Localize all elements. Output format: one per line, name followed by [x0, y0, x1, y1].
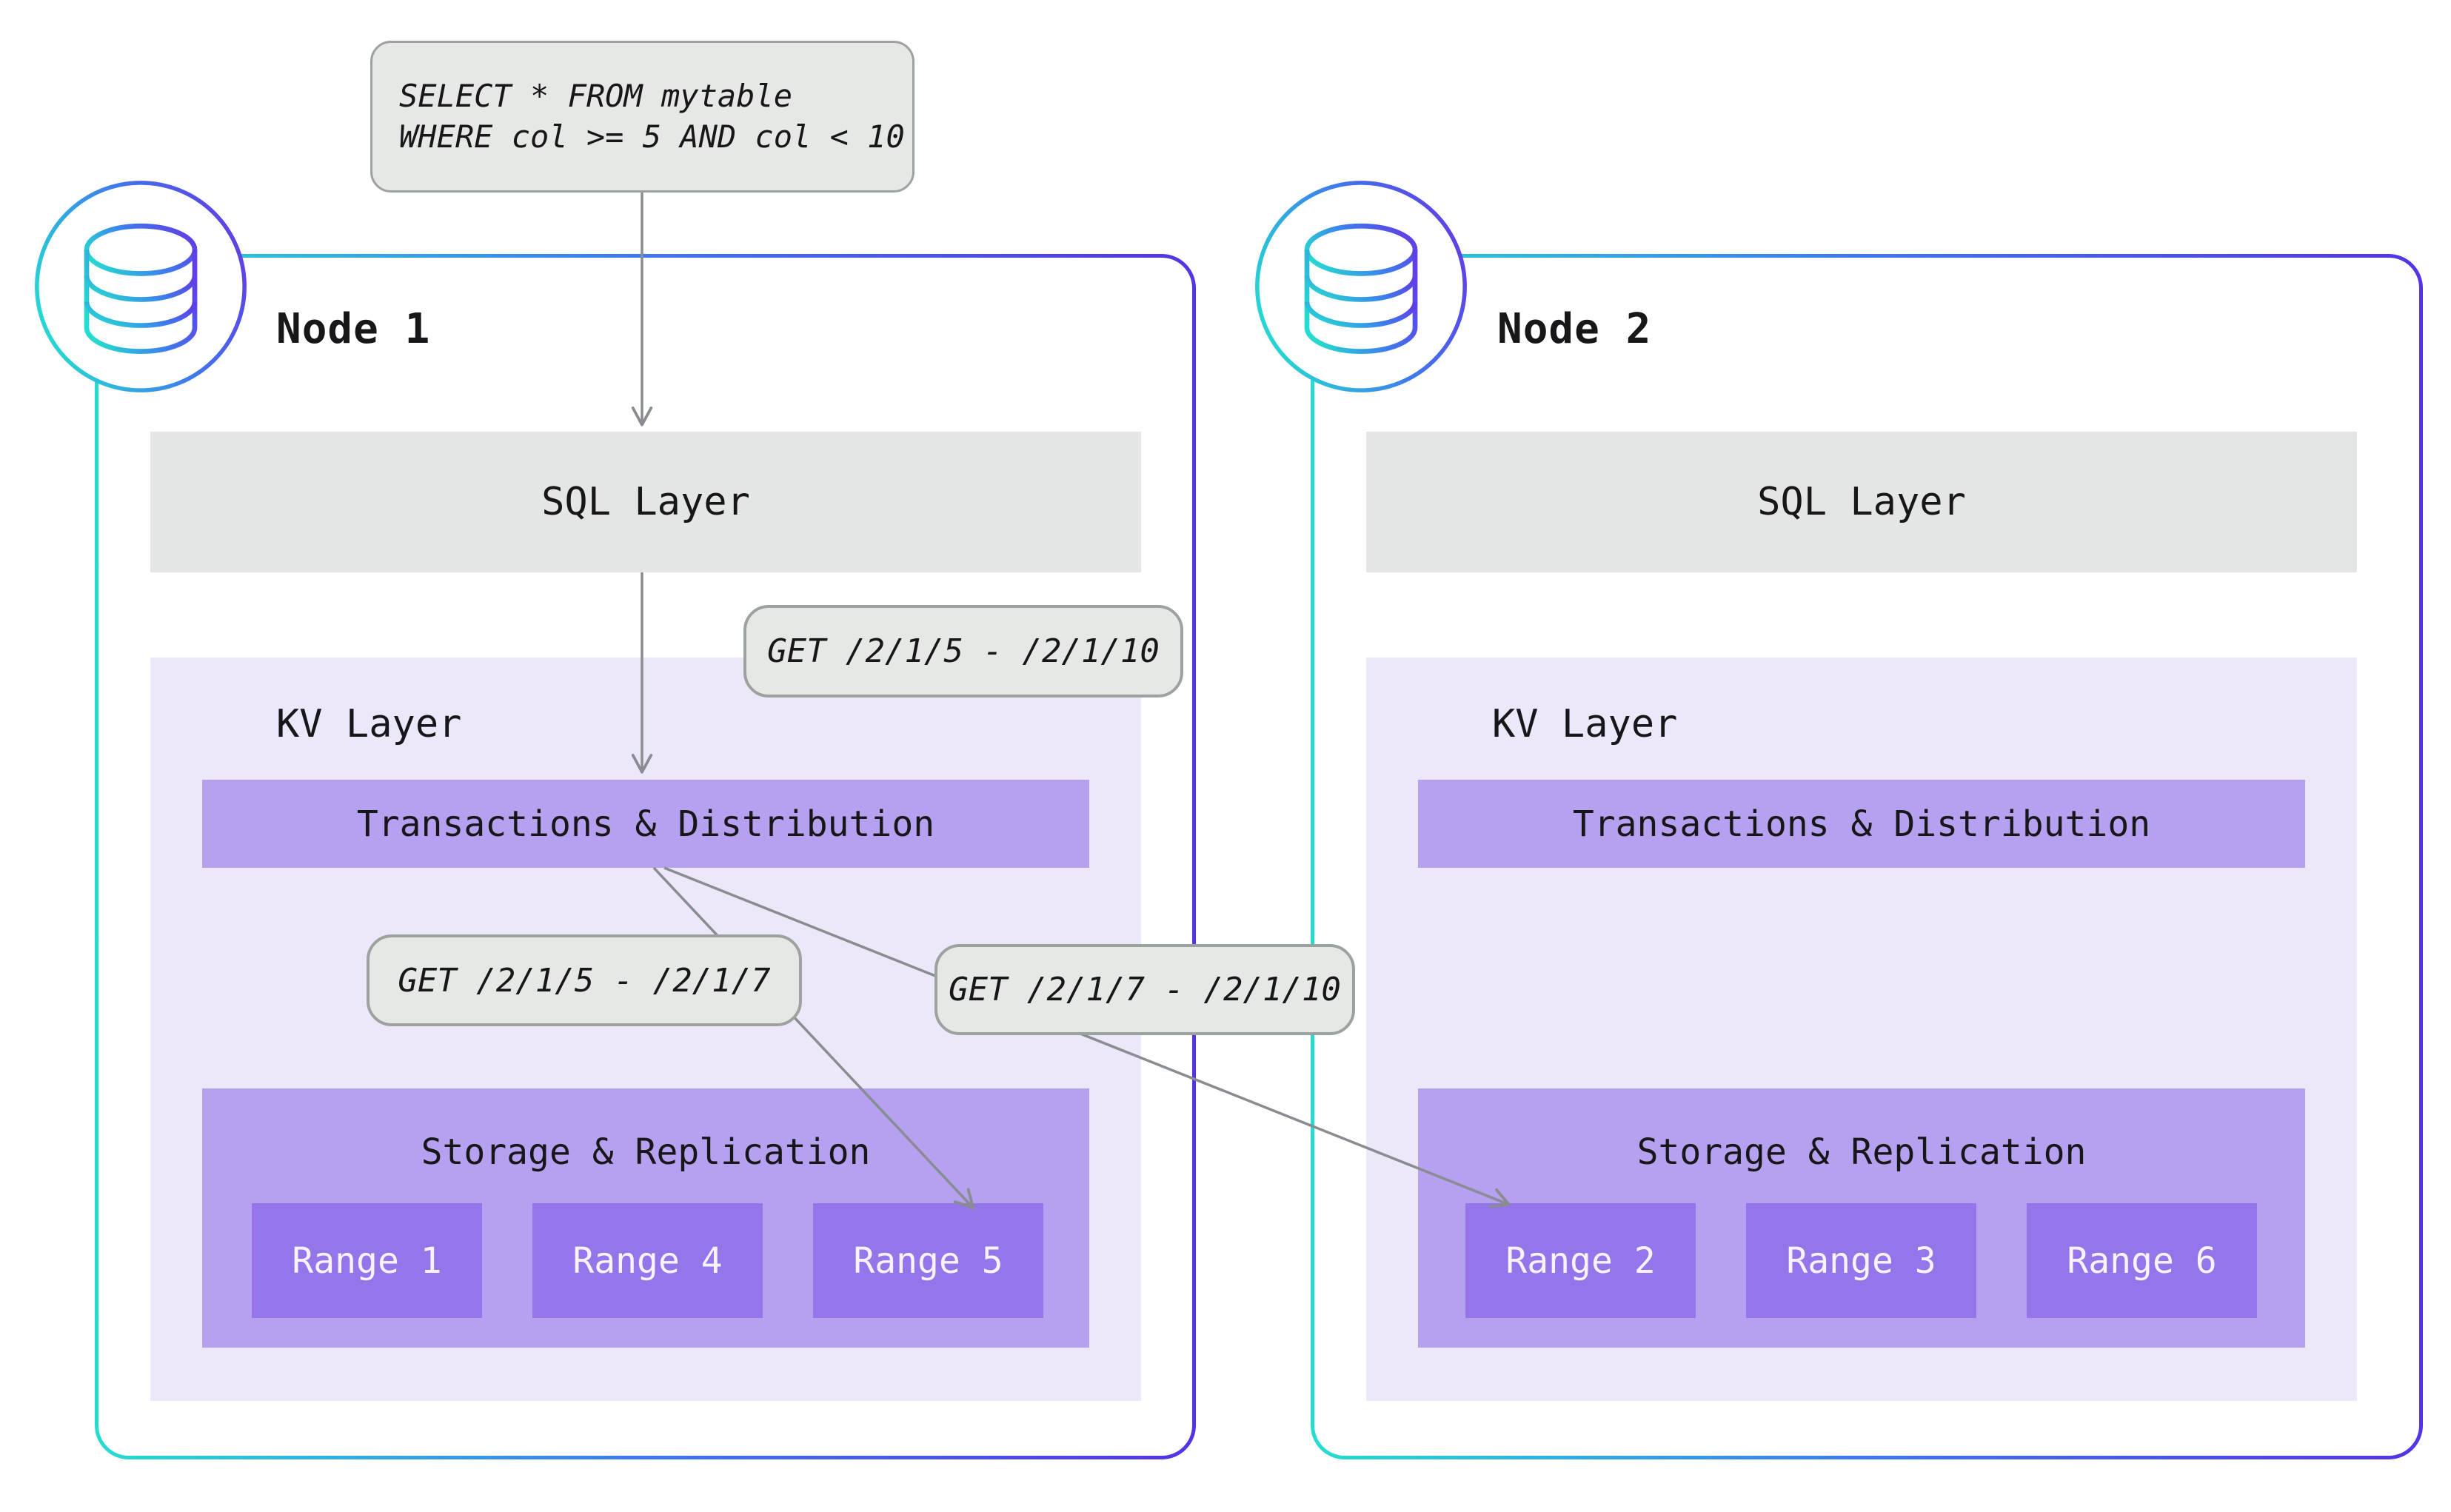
range-3-box: Range 3: [1746, 1203, 1976, 1318]
sql-query-line-1: SELECT * FROM mytable: [399, 77, 793, 114]
node-1-transactions-bar: Transactions & Distribution: [202, 780, 1089, 868]
node-2-sql-layer-label: SQL Layer: [1757, 480, 1966, 524]
node-1-kv-layer-label: KV Layer: [276, 702, 462, 746]
get-full-range-label: GET /2/1/5 - /2/1/10: [743, 605, 1183, 698]
node-2-sql-layer: SQL Layer: [1366, 432, 2357, 572]
node-1-sql-layer: SQL Layer: [150, 432, 1141, 572]
get-right-split-label: GET /2/1/7 - /2/1/10: [934, 944, 1355, 1035]
range-2-label: Range 2: [1505, 1240, 1656, 1282]
get-left-split-text: GET /2/1/5 - /2/1/7: [398, 961, 771, 1000]
get-full-range-text: GET /2/1/5 - /2/1/10: [767, 632, 1160, 670]
node-2-database-icon: [1255, 181, 1467, 392]
range-2-box: Range 2: [1465, 1203, 1696, 1318]
range-1-box: Range 1: [252, 1203, 482, 1318]
range-5-box: Range 5: [813, 1203, 1043, 1318]
node-1-transactions-label: Transactions & Distribution: [356, 803, 935, 845]
range-6-label: Range 6: [2067, 1240, 2217, 1282]
get-left-split-label: GET /2/1/5 - /2/1/7: [367, 934, 802, 1026]
node-2-kv-layer-label: KV Layer: [1492, 702, 1678, 746]
range-3-label: Range 3: [1786, 1240, 1936, 1282]
range-4-label: Range 4: [572, 1240, 723, 1282]
range-1-label: Range 1: [292, 1240, 442, 1282]
node-1-database-icon: [35, 181, 247, 392]
node-2-transactions-bar: Transactions & Distribution: [1418, 780, 2305, 868]
node-2-storage-label: Storage & Replication: [1636, 1131, 2087, 1173]
range-6-box: Range 6: [2027, 1203, 2257, 1318]
sql-query-line-2: WHERE col >= 5 AND col < 10: [399, 118, 905, 155]
node-2-title: Node 2: [1497, 305, 1652, 353]
get-right-split-text: GET /2/1/7 - /2/1/10: [949, 971, 1341, 1008]
range-5-label: Range 5: [853, 1240, 1003, 1282]
node-1-title: Node 1: [276, 305, 431, 353]
node-2-transactions-label: Transactions & Distribution: [1572, 803, 2151, 845]
sql-query-box: SELECT * FROM mytable WHERE col >= 5 AND…: [370, 41, 914, 193]
node-1-sql-layer-label: SQL Layer: [541, 480, 750, 524]
range-4-box: Range 4: [532, 1203, 763, 1318]
